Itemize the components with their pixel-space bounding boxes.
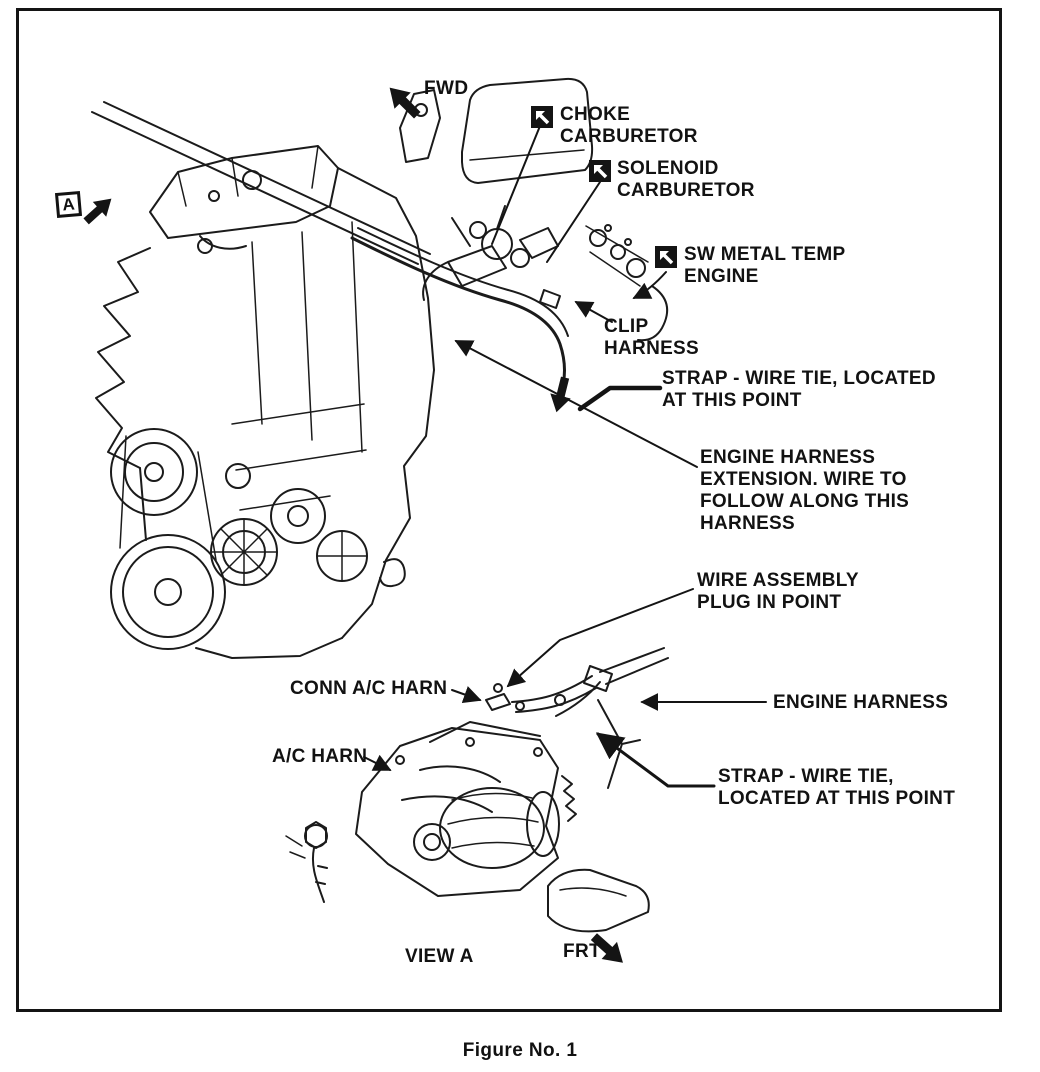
label-clip-harness: CLIP HARNESS <box>604 316 700 359</box>
leader-ac-harn <box>363 754 392 771</box>
label-strap-wire-tie-lower: STRAP - WIRE TIE, LOCATED AT THIS POINT <box>718 766 956 809</box>
choke-callout-icon <box>531 106 553 128</box>
leader-harness-extension <box>454 340 698 468</box>
engine-illustration <box>91 77 669 659</box>
leader-wire-assembly <box>506 588 694 688</box>
figure-caption: Figure No. 1 <box>462 1040 578 1061</box>
leader-choke <box>491 125 541 245</box>
label-engine-harness: ENGINE HARNESS <box>773 692 949 713</box>
view-a-arrow-icon <box>83 198 112 225</box>
fwd-label: FWD <box>424 78 469 99</box>
leader-sw-metal-temp <box>632 271 667 299</box>
leader-solenoid <box>546 181 601 263</box>
leader-conn-ac-harn <box>451 686 482 704</box>
figure-border <box>16 8 1002 1012</box>
leader-lines <box>363 125 767 788</box>
sw-metal-temp-callout-icon <box>655 246 677 268</box>
view-a-reference-box: A <box>54 190 83 219</box>
label-sw-metal-temp-engine: SW METAL TEMP ENGINE <box>684 244 846 287</box>
solenoid-callout-icon <box>589 160 611 182</box>
view-a-illustration <box>285 647 669 933</box>
leader-clip-harness <box>574 301 613 323</box>
harness-end-arrow-icon <box>550 376 571 413</box>
label-solenoid-carburetor: SOLENOID CARBURETOR <box>617 158 755 201</box>
frt-arrow-icon <box>590 933 623 963</box>
view-a-label: VIEW A <box>405 946 474 967</box>
leader-strap-lower <box>595 732 716 788</box>
frt-label: FRT <box>563 941 602 962</box>
label-choke-carburetor: CHOKE CARBURETOR <box>560 104 698 147</box>
label-conn-ac-harn: CONN A/C HARN <box>290 678 448 699</box>
label-strap-wire-tie-upper: STRAP - WIRE TIE, LOCATED AT THIS POINT <box>662 368 936 411</box>
leader-strap-upper <box>577 385 663 412</box>
label-engine-harness-extension: ENGINE HARNESS EXTENSION. WIRE TO FOLLOW… <box>700 447 910 534</box>
direction-arrows <box>83 87 623 963</box>
label-wire-assembly-plug: WIRE ASSEMBLY PLUG IN POINT <box>697 570 859 613</box>
fwd-arrow-icon <box>389 87 421 119</box>
label-ac-harn: A/C HARN <box>272 746 368 767</box>
